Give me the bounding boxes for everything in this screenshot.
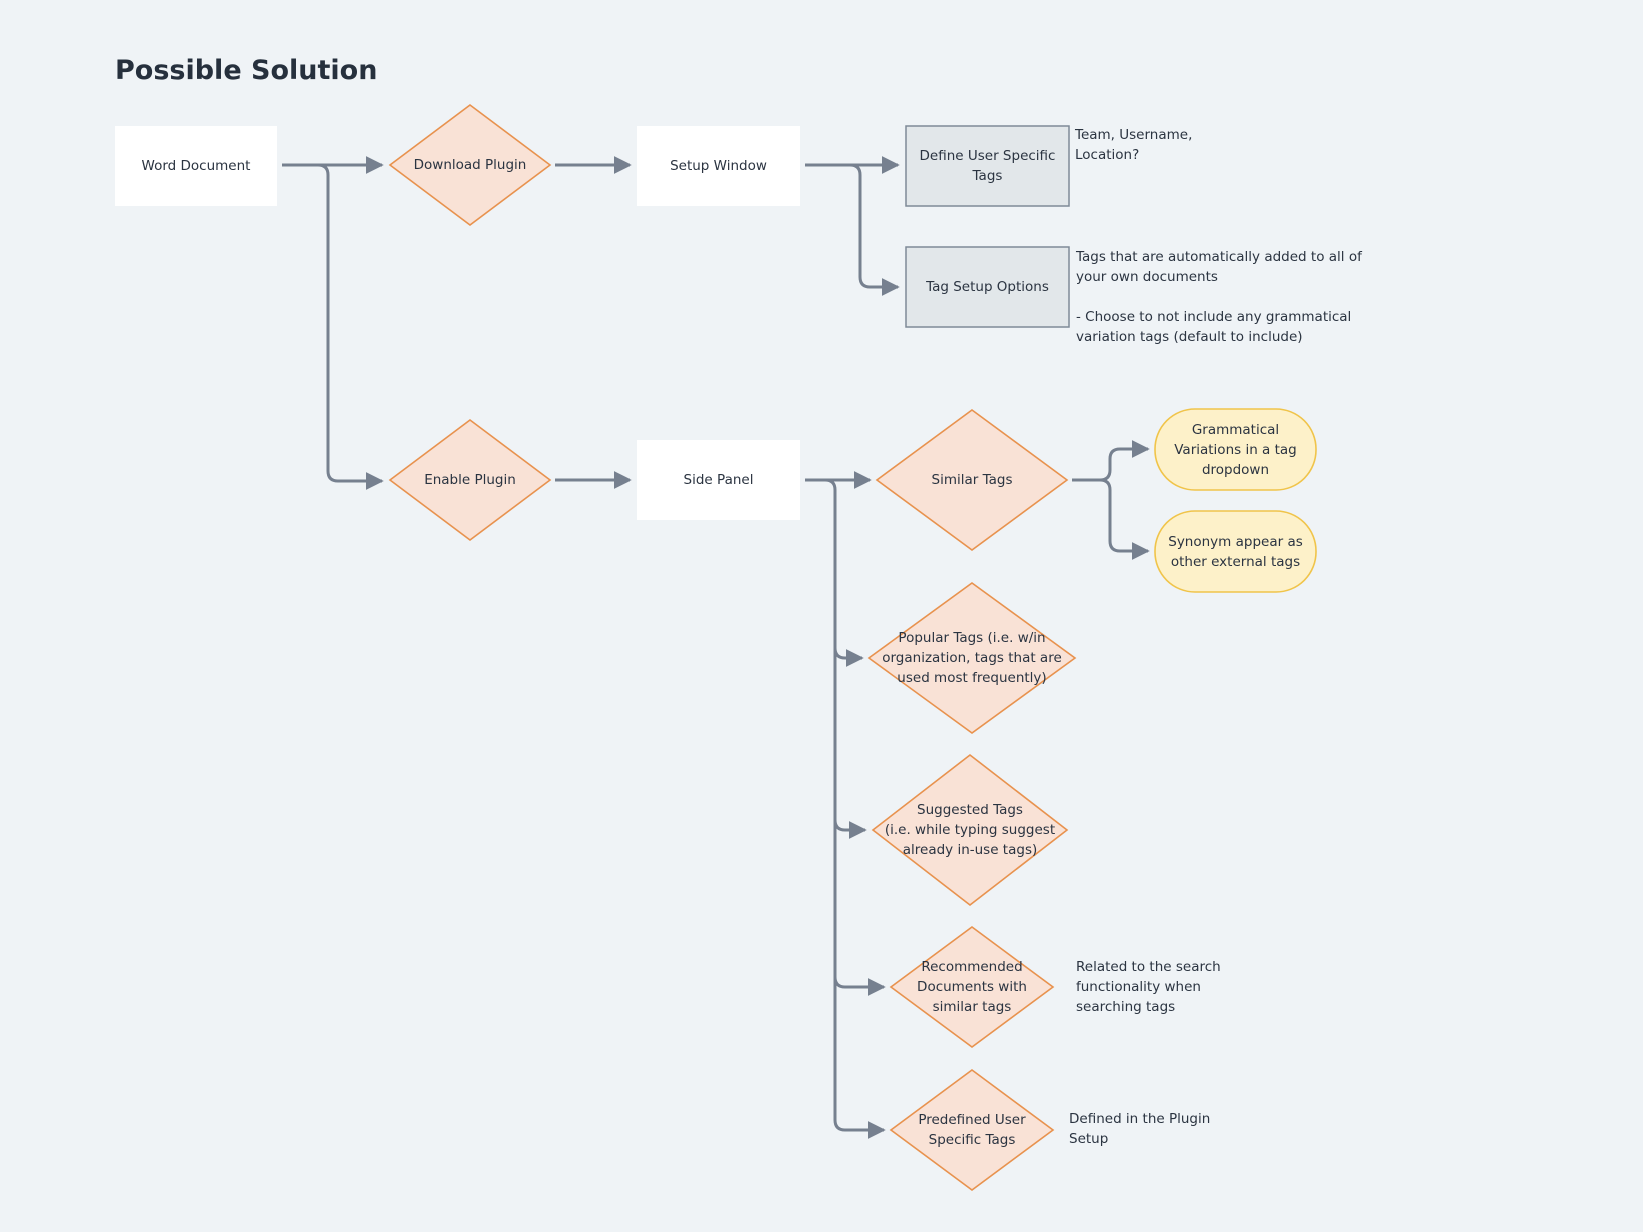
similar-tags-node[interactable]	[875, 409, 1069, 551]
tag-setup-options-note: Tags that are automatically added to all…	[1076, 249, 1362, 345]
connector-sidepanel-trunk	[805, 478, 886, 1139]
popular-tags-node[interactable]	[867, 582, 1077, 734]
connector-similar-to-synonyms	[1072, 478, 1150, 560]
synonyms-node[interactable]	[1154, 510, 1317, 593]
connector-to-popular	[833, 647, 864, 667]
side-panel-node[interactable]	[637, 440, 800, 520]
setup-window-node[interactable]	[637, 126, 800, 206]
connector-to-suggested	[833, 819, 867, 839]
suggested-tags-node[interactable]	[871, 753, 1069, 907]
connector-to-recommended	[833, 976, 886, 996]
recommended-docs-note: Related to the search functionality when…	[1076, 959, 1221, 1015]
connector-setup-to-tagoptions	[805, 163, 900, 296]
download-plugin-node[interactable]	[388, 104, 552, 226]
predefined-tags-node[interactable]	[889, 1069, 1055, 1191]
word-document-node[interactable]	[115, 126, 277, 206]
define-user-tags-note: Team, Username, Location?	[1075, 127, 1193, 163]
connectors	[282, 156, 1150, 1139]
tag-setup-options-node[interactable]	[905, 246, 1070, 328]
page-title: Possible Solution	[115, 55, 378, 86]
predefined-tags-note: Defined in the Plugin Setup	[1069, 1111, 1211, 1147]
connector-word-to-enable	[282, 163, 384, 490]
grammatical-variations-node[interactable]	[1154, 408, 1317, 491]
define-user-tags-node[interactable]	[905, 125, 1070, 207]
connector-similar-to-grammatical	[1072, 440, 1150, 482]
recommended-docs-node[interactable]	[889, 926, 1055, 1048]
enable-plugin-node[interactable]	[388, 419, 552, 541]
